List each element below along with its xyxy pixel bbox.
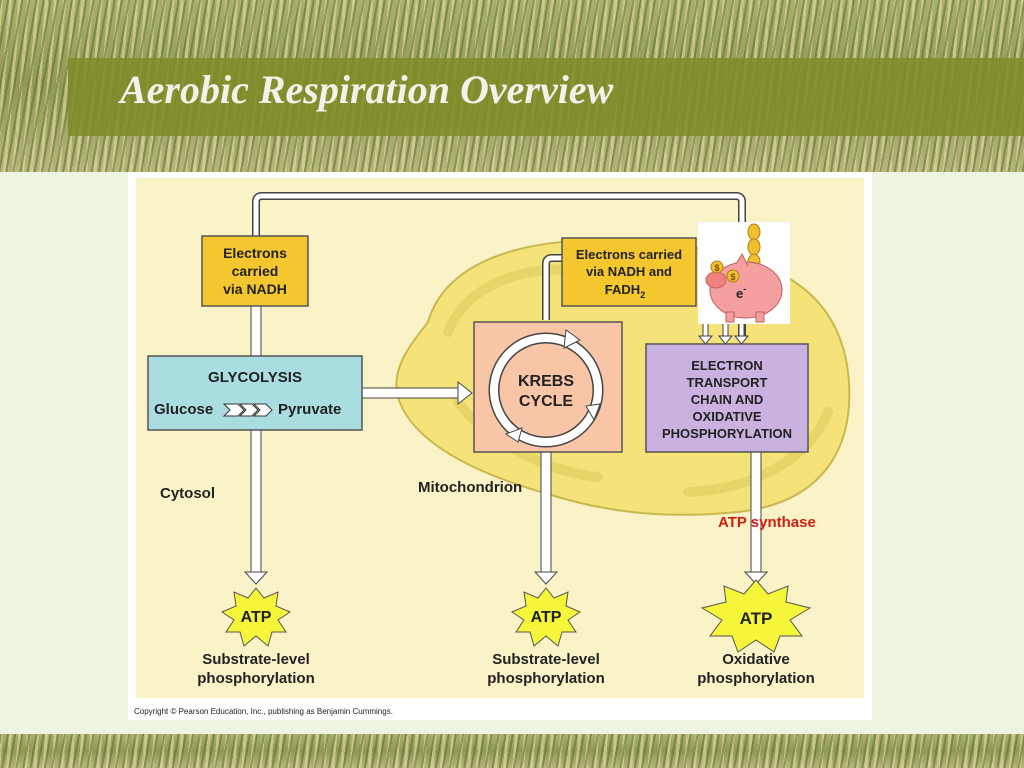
- electrons-fadh-line-2: via NADH and: [586, 264, 672, 279]
- cytosol-label: Cytosol: [160, 485, 215, 502]
- output-2-line-1: Substrate-level: [492, 651, 600, 668]
- krebs-cycle-ring: [490, 334, 602, 446]
- etc-line-1: ELECTRON: [691, 358, 763, 373]
- coin-right-symbol: $: [730, 272, 735, 282]
- etc-line-5: PHOSPHORYLATION: [662, 426, 792, 441]
- output-1-line-2: phosphorylation: [197, 670, 315, 687]
- title-band: [68, 58, 1024, 136]
- output-3-line-2: phosphorylation: [697, 670, 815, 687]
- electrons-fadh-line-3: FADH2: [605, 282, 645, 300]
- coin-left: [710, 260, 724, 274]
- nadh-to-etc-arrows: [697, 321, 750, 345]
- electron-label: e-: [736, 284, 746, 301]
- slide-title: Aerobic Respiration Overview: [120, 67, 614, 112]
- electrons-nadh-line-3: via NADH: [223, 281, 287, 297]
- atp-star-glycolysis: ATP: [220, 587, 292, 647]
- output-3-line-1: Oxidative: [722, 651, 790, 668]
- etc-line-3: CHAIN AND: [691, 392, 763, 407]
- coin-left-symbol: $: [714, 263, 719, 273]
- pig-leg-front: [725, 311, 735, 323]
- fadh-subscript: 2: [640, 290, 645, 300]
- atp-star-krebs: ATP: [510, 587, 582, 647]
- grass-background-bottom: [0, 734, 1024, 768]
- electron-letter: e: [736, 286, 743, 301]
- pig-leg-back: [755, 311, 765, 323]
- mitochondrion-label: Mitochondrion: [418, 479, 522, 496]
- output-2-line-2: phosphorylation: [487, 670, 605, 687]
- respiration-figure: Electrons carried via NADH Electrons car…: [128, 172, 872, 720]
- pyruvate-label: Pyruvate: [278, 401, 341, 418]
- atp-star-oxidative: ATP: [700, 579, 812, 653]
- krebs-upper-connector: [543, 255, 564, 320]
- electrons-fadh-line-1: Electrons carried: [576, 247, 682, 262]
- krebs-arrowhead-top: [563, 329, 581, 349]
- krebs-arrowhead-bottom: [504, 427, 523, 443]
- atp-label-krebs: ATP: [531, 609, 562, 626]
- top-connector-arrow: [253, 193, 745, 340]
- etc-box: ELECTRON TRANSPORT CHAIN AND OXIDATIVE P…: [645, 343, 809, 453]
- slide-margin-left: [0, 172, 128, 734]
- atp-synthase-label: ATP synthase: [718, 514, 816, 531]
- electrons-nadh-fadh2-box: Electrons carried via NADH and FADH2: [561, 237, 697, 307]
- electrons-nadh-line-1: Electrons: [223, 245, 287, 261]
- krebs-line-1: KREBS: [518, 373, 574, 390]
- respiration-diagram: Electrons carried via NADH Electrons car…: [134, 178, 864, 716]
- fadh-text: FADH: [605, 282, 640, 297]
- krebs-line-2: CYCLE: [519, 393, 574, 410]
- piggy-bank-image: $ $ e-: [698, 222, 790, 324]
- atp-label-glycolysis: ATP: [241, 609, 272, 626]
- krebs-arrowhead-right: [585, 403, 601, 422]
- output-1-line-1: Substrate-level: [202, 651, 310, 668]
- etc-line-2: TRANSPORT: [687, 375, 768, 390]
- copyright-text: Copyright © Pearson Education, Inc., pub…: [134, 707, 393, 716]
- coin-right: [726, 269, 740, 283]
- pig-snout: [705, 271, 727, 289]
- glucose-label: Glucose: [154, 401, 213, 418]
- electron-charge: -: [743, 284, 746, 294]
- glycolysis-chevrons: [222, 403, 273, 417]
- pig-ear: [735, 252, 749, 267]
- glycolysis-box: GLYCOLYSIS Glucose Pyruvate: [147, 355, 363, 431]
- glycolysis-title: GLYCOLYSIS: [208, 369, 302, 386]
- electrons-nadh-line-2: carried: [232, 263, 279, 279]
- etc-line-4: OXIDATIVE: [692, 409, 761, 424]
- electrons-nadh-box: Electrons carried via NADH: [201, 235, 309, 307]
- atp-label-oxidative: ATP: [740, 609, 773, 628]
- krebs-cycle-box: KREBS CYCLE: [473, 321, 623, 453]
- slide-margin-right: [872, 172, 1024, 734]
